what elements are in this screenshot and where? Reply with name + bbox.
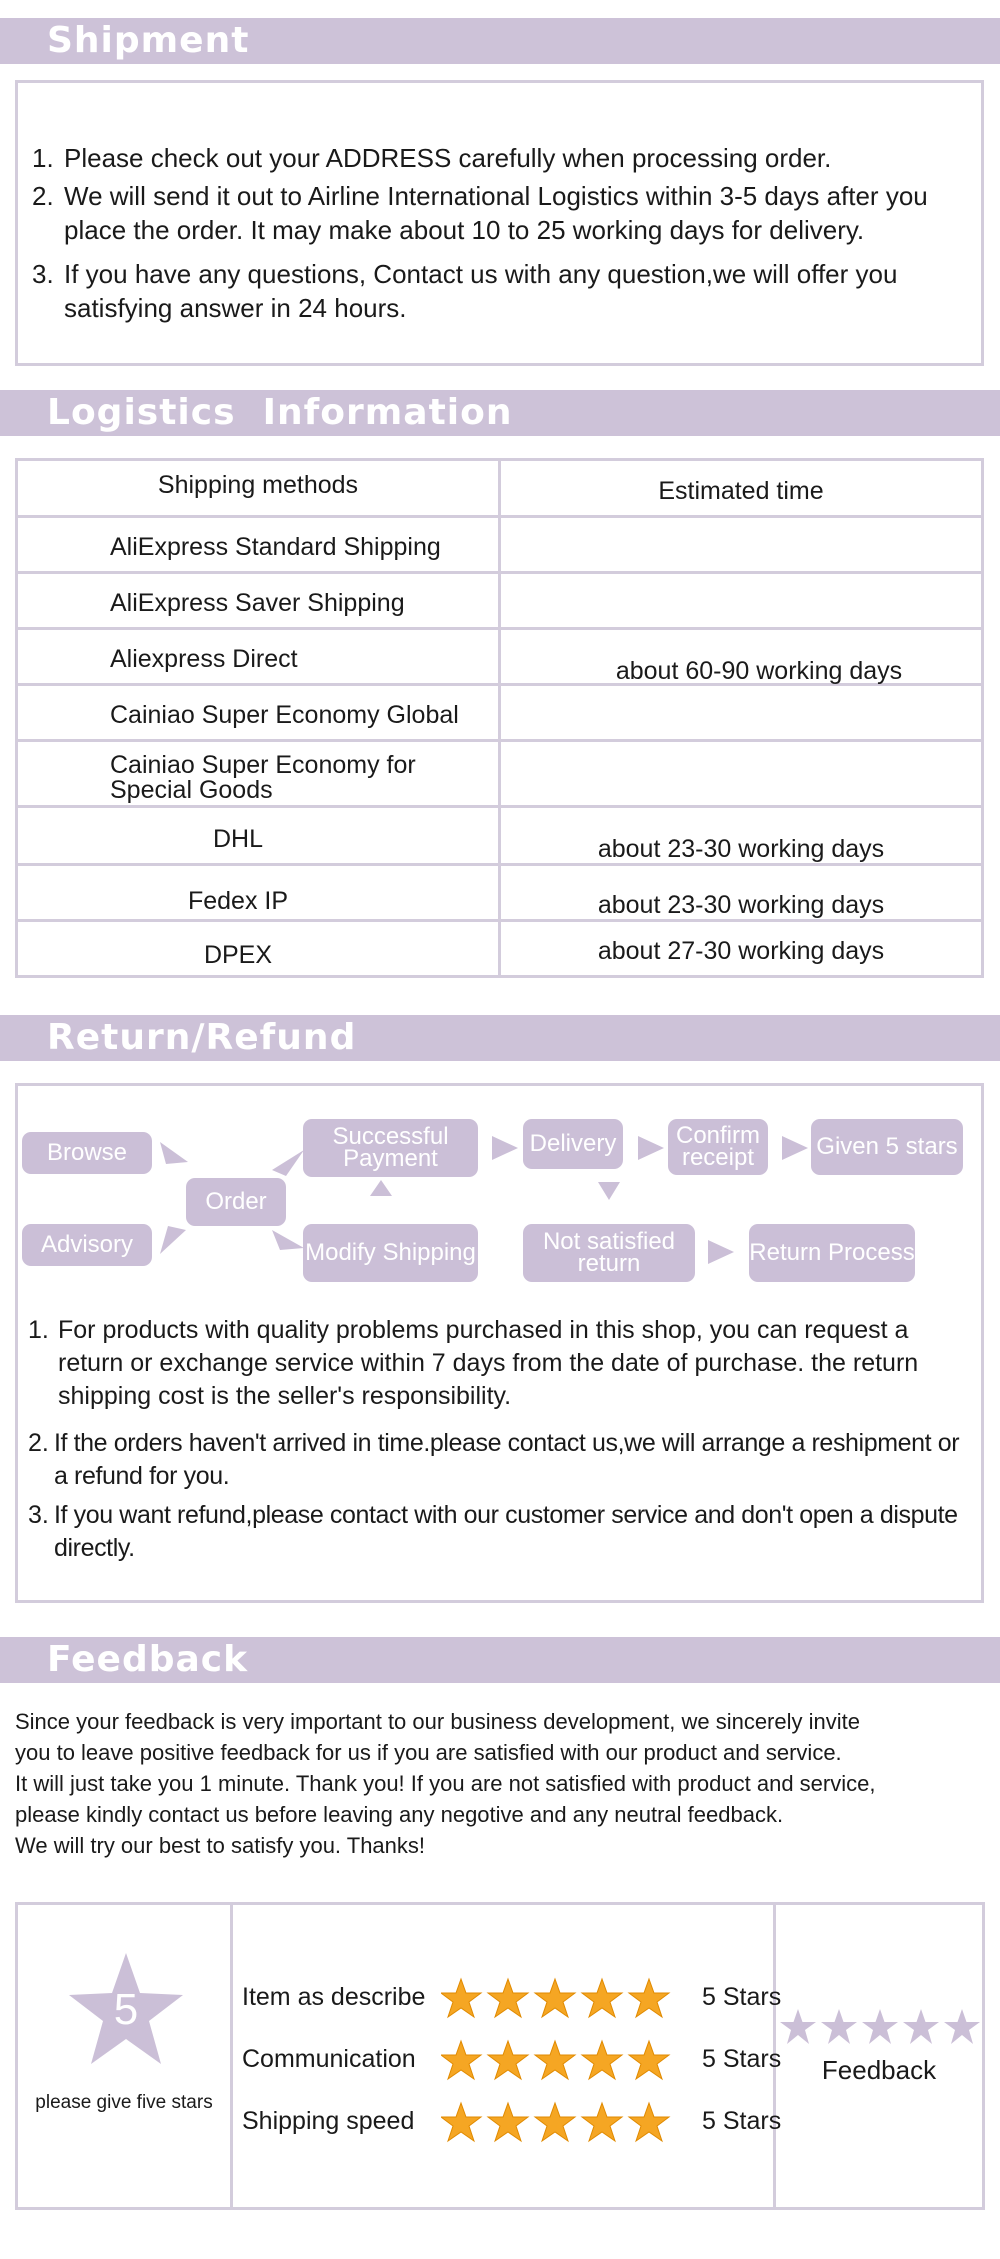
- five-star-rating: [441, 2101, 671, 2143]
- arrow-icon: [160, 1142, 188, 1164]
- list-item: 2. If the orders haven't arrived in time…: [28, 1429, 960, 1490]
- arrow-icon: [638, 1136, 664, 1160]
- big-star-icon: [69, 1953, 183, 2064]
- table-row: Cainiao Super Economy for Special Goods: [110, 751, 416, 804]
- flow-advisory: Advisory: [22, 1224, 152, 1266]
- star-icon: [580, 2039, 624, 2081]
- rating-caption: please give five stars: [35, 2092, 213, 2113]
- flow-not-satisfied: Not satisfied return: [523, 1224, 695, 1282]
- arrow-icon: [160, 1226, 186, 1254]
- return-header: Return/Refund: [0, 1015, 1000, 1061]
- estimated-time-dpex: about 27-30 working days: [597, 937, 885, 965]
- list-item: 1. For products with quality problems pu…: [28, 1316, 919, 1410]
- shipment-header: Shipment: [0, 18, 1000, 64]
- shipment-box: 1. Please check out your ADDRESS careful…: [15, 80, 984, 366]
- star-icon: [580, 2101, 624, 2143]
- star-icon: [580, 1977, 624, 2019]
- star-icon: [486, 2039, 530, 2081]
- rating-row: Item as describe 5 Stars: [242, 1977, 802, 2021]
- flow-payment: Successful Payment: [303, 1119, 478, 1177]
- return-list: 1. For products with quality problems pu…: [28, 1314, 978, 1565]
- arrow-icon: [708, 1240, 734, 1264]
- table-row: Fedex IP: [187, 887, 289, 915]
- arrow-icon: [598, 1182, 620, 1200]
- arrow-icon: [492, 1136, 518, 1160]
- return-box: Browse Advisory Order Successful Payment…: [15, 1083, 984, 1603]
- header-estimated-time: Estimated time: [658, 477, 824, 505]
- feedback-label: Feedback: [821, 2055, 937, 2085]
- header-shipping-methods: Shipping methods: [157, 471, 359, 499]
- five-star-rating: [441, 2039, 671, 2081]
- flow-modify: Modify Shipping: [303, 1224, 478, 1282]
- table-row: AliExpress Standard Shipping: [110, 533, 441, 561]
- logistics-table: Shipping methods Estimated time AliExpre…: [15, 458, 984, 978]
- big-star-number: 5: [113, 1985, 139, 2034]
- table-row: Cainiao Super Economy Global: [110, 701, 459, 729]
- star-icon: [627, 1977, 671, 2019]
- list-item: 2. We will send it out to Airline Intern…: [32, 181, 928, 245]
- star-icon: [533, 1977, 577, 2019]
- logistics-header: Logistics Information: [0, 390, 1000, 436]
- list-item: 1. Please check out your ADDRESS careful…: [32, 143, 832, 173]
- table-row: DHL: [212, 825, 263, 853]
- list-item: 3. If you have any questions, Contact us…: [32, 259, 898, 323]
- arrow-icon: [272, 1150, 304, 1176]
- flow-order: Order: [186, 1178, 286, 1226]
- table-row: AliExpress Saver Shipping: [110, 589, 405, 617]
- flow-browse: Browse: [22, 1132, 152, 1174]
- arrow-icon: [370, 1180, 392, 1196]
- flow-stars: Given 5 stars: [811, 1119, 963, 1175]
- section-title: Feedback: [47, 1639, 249, 1680]
- star-icon: [627, 2039, 671, 2081]
- section-title: Return/Refund: [47, 1017, 357, 1058]
- estimated-time-group: about 60-90 working days: [615, 657, 903, 685]
- five-star-rating: [441, 1977, 671, 2019]
- shipment-list: 1. Please check out your ADDRESS careful…: [32, 141, 982, 325]
- feedback-paragraph: Since your feedback is very important to…: [15, 1709, 876, 1858]
- flow-confirm: Confirm receipt: [668, 1119, 768, 1175]
- section-title: Logistics Information: [47, 392, 513, 433]
- table-row: DPEX: [203, 941, 273, 969]
- flow-arrows: [160, 1136, 808, 1264]
- list-item: 3. If you want refund,please contact wit…: [28, 1501, 958, 1562]
- rating-row: Communication 5 Stars: [242, 2039, 802, 2083]
- estimated-time-fedex: about 23-30 working days: [597, 891, 885, 919]
- rating-table: 5 please give five stars Item as describ…: [15, 1902, 985, 2210]
- star-icon: [486, 2101, 530, 2143]
- arrow-icon: [272, 1230, 304, 1250]
- flow-delivery: Delivery: [523, 1119, 623, 1169]
- star-icon: [441, 2039, 483, 2081]
- rating-row: Shipping speed 5 Stars: [242, 2101, 802, 2145]
- gray-stars-icon: [780, 2009, 980, 2044]
- star-icon: [441, 2101, 483, 2143]
- star-icon: [441, 1977, 483, 2019]
- section-title: Shipment: [47, 20, 250, 61]
- feedback-header: Feedback: [0, 1637, 1000, 1683]
- star-icon: [486, 1977, 530, 2019]
- star-icon: [533, 2101, 577, 2143]
- star-icon: [533, 2039, 577, 2081]
- arrow-icon: [782, 1136, 808, 1160]
- star-icon: [627, 2101, 671, 2143]
- estimated-time-dhl: about 23-30 working days: [597, 835, 885, 863]
- table-row: Aliexpress Direct: [110, 645, 298, 673]
- flow-return-process: Return Process: [749, 1224, 915, 1282]
